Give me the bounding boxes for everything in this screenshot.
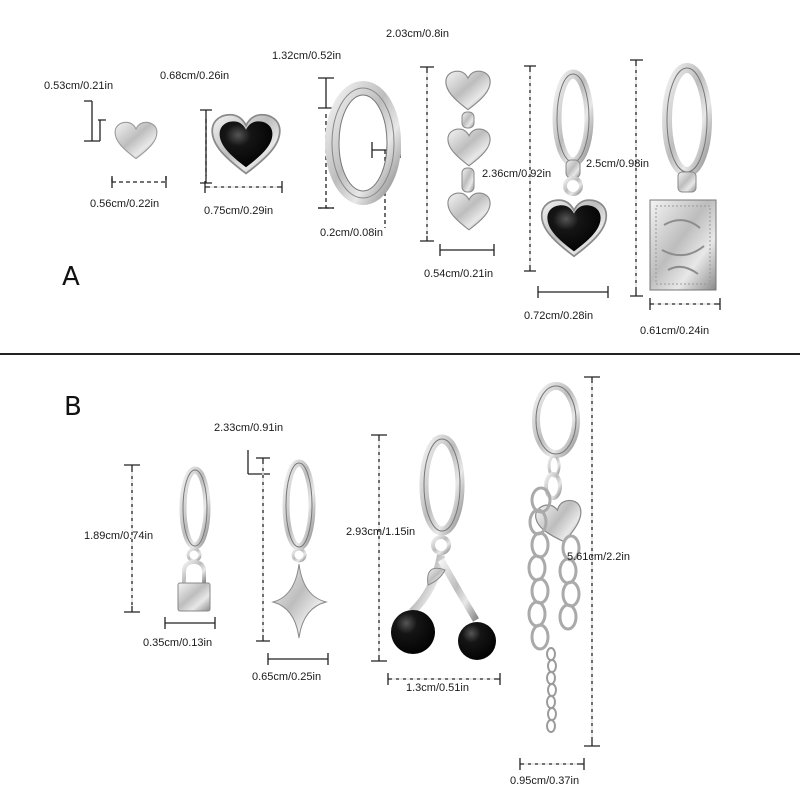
dimension-label: 2.5cm/0.98in — [586, 158, 649, 170]
small-silver-heart-stud — [114, 121, 158, 160]
dimension-label: 0.68cm/0.26in — [160, 70, 230, 82]
hoop-padlock-charm — [177, 466, 211, 612]
dimension-label: 2.36cm/0.92in — [482, 168, 552, 180]
dimension-label: 0.35cm/0.13in — [143, 637, 213, 649]
dimension-label: 2.93cm/1.15in — [346, 526, 416, 538]
dimension-label: 0.61cm/0.24in — [640, 325, 710, 337]
dimension-label: 0.72cm/0.28in — [524, 310, 594, 322]
dimension-label: 5.61cm/2.2in — [567, 551, 630, 563]
dimension-label: 0.95cm/0.37in — [510, 775, 580, 787]
black-enamel-heart-stud — [211, 113, 281, 175]
hoop-heart-chain-tassel — [527, 382, 588, 733]
dimension-label: 2.33cm/0.91in — [214, 422, 284, 434]
section-divider — [0, 353, 800, 355]
dimension-label: 2.03cm/0.8in — [386, 28, 449, 40]
dimension-label: 1.3cm/0.51in — [406, 682, 469, 694]
triple-heart-dangle — [445, 70, 491, 231]
section-label-b: B — [64, 392, 82, 422]
hoop-black-heart-drop — [540, 69, 608, 258]
hoop-star-charm — [271, 459, 328, 639]
dimension-label: 1.89cm/0.74in — [84, 530, 154, 542]
dimension-label: 1.32cm/0.52in — [272, 50, 342, 62]
measure-guides — [84, 59, 721, 770]
dimension-label: 0.56cm/0.22in — [90, 198, 160, 210]
plain-huggie-hoop — [325, 81, 401, 205]
dimension-label: 0.75cm/0.29in — [204, 205, 274, 217]
dimension-label: 0.53cm/0.21in — [44, 80, 114, 92]
hoop-black-cherry-charm — [391, 434, 496, 660]
dimension-label: 0.54cm/0.21in — [424, 268, 494, 280]
dimension-label: 0.2cm/0.08in — [320, 227, 383, 239]
hoop-rectangle-tag-drop — [649, 63, 717, 291]
section-label-a: A — [62, 262, 80, 292]
dimension-label: 0.65cm/0.25in — [252, 671, 322, 683]
